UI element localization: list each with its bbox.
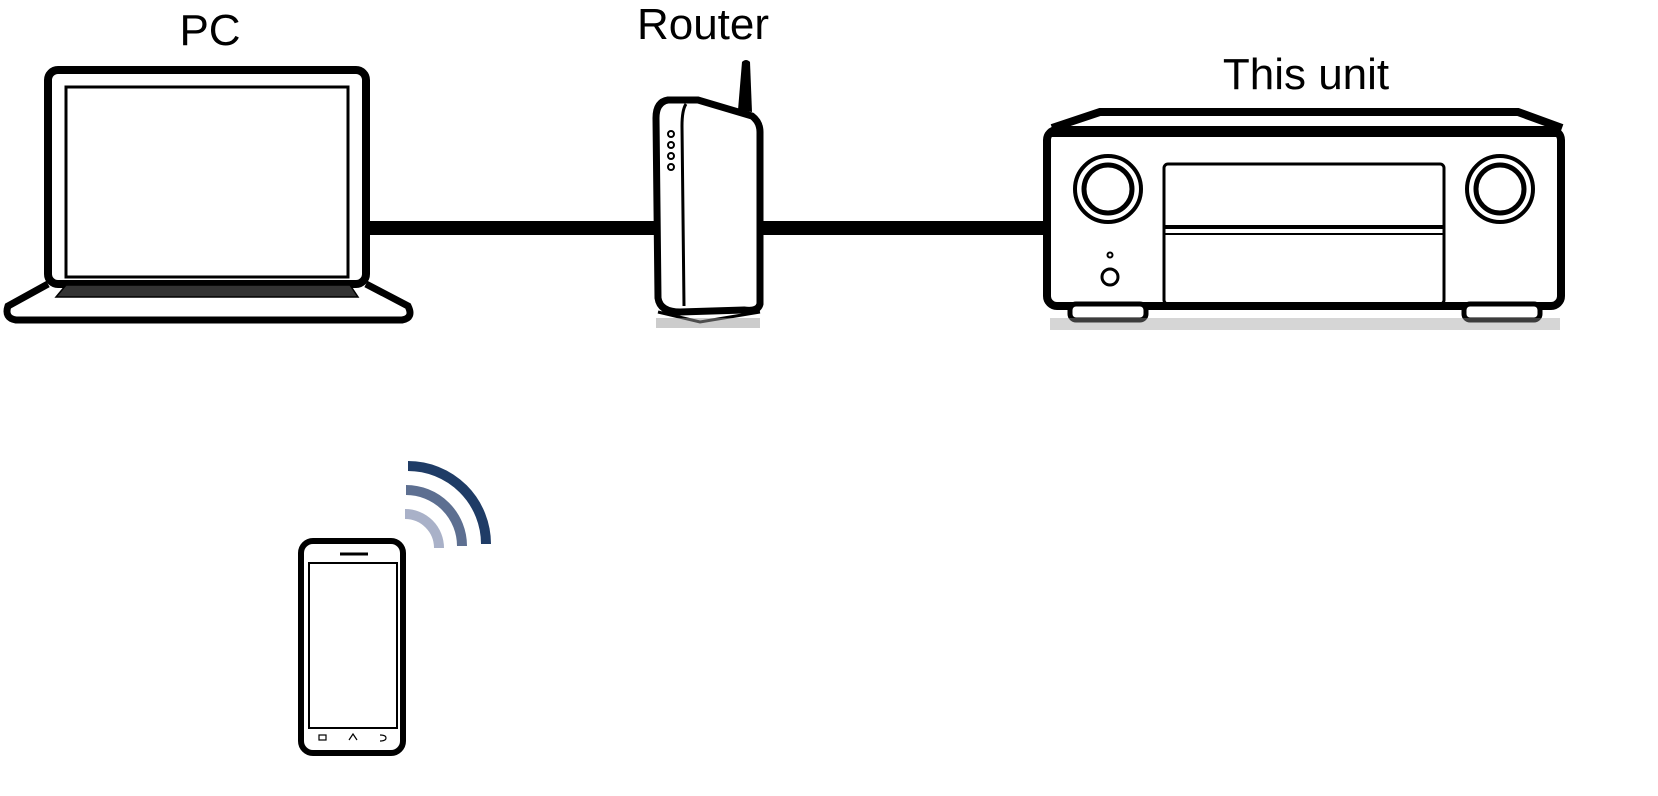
wifi-signal-icon [404, 461, 491, 549]
router-label: Router [636, 0, 770, 49]
laptop-icon [3, 66, 414, 324]
pc-label: PC [179, 6, 241, 55]
router-icon [652, 60, 764, 328]
av-receiver-icon [1043, 108, 1565, 330]
smartphone-icon [298, 538, 406, 756]
unit-label: This unit [1222, 50, 1390, 99]
